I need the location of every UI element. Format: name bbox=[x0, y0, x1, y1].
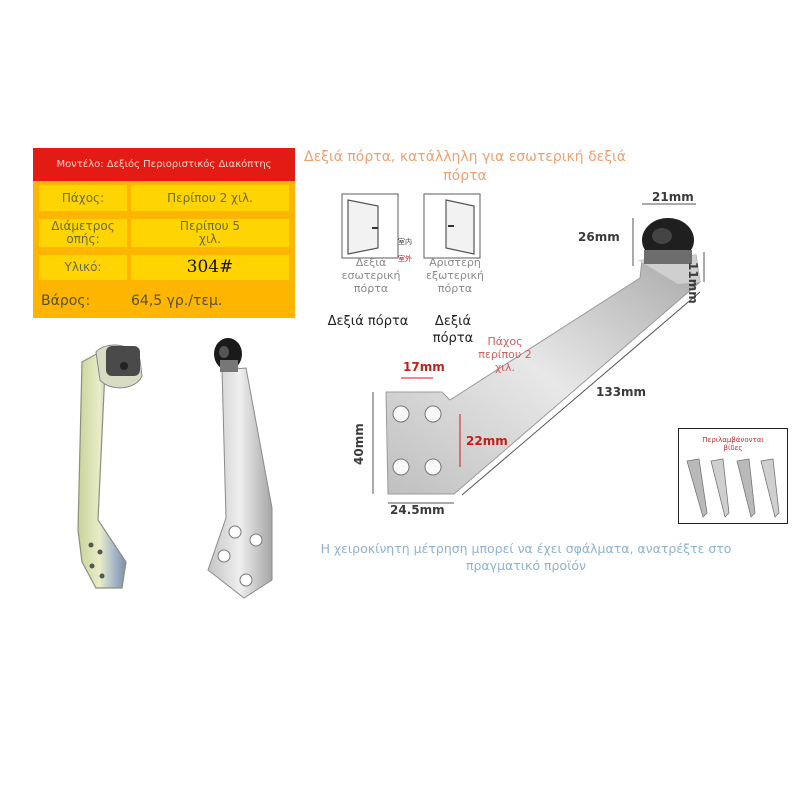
bracket-dimension-drawing bbox=[372, 203, 705, 504]
thickness-note: Πάχος περίπου 2 χιλ. bbox=[478, 335, 532, 374]
dimension-top-width: 21mm bbox=[652, 190, 694, 204]
right-door-label: Αριστερή εξωτερική πόρτα bbox=[425, 256, 485, 295]
spec-label: Πάχος: bbox=[39, 185, 127, 211]
dimension-plate-height: 40mm bbox=[352, 423, 366, 465]
spec-table: Μοντέλο: Δεξιός Περιοριστικός Διακόπτης … bbox=[33, 148, 295, 318]
bracket-front-view-image bbox=[207, 338, 273, 599]
door-heading: Δεξιά πόρτα, κατάλληλη για εσωτερική δεξ… bbox=[304, 149, 626, 184]
spec-value-text: Περίπου 5 χιλ. bbox=[179, 219, 241, 246]
spec-row-thickness: Πάχος: Περίπου 2 χιλ. bbox=[33, 181, 295, 215]
door-diagram-icons bbox=[341, 193, 481, 259]
outdoor-mark: 室外 bbox=[398, 255, 412, 263]
spec-value: 304# bbox=[131, 255, 289, 280]
left-door-caption: Δεξιά πόρτα bbox=[327, 314, 409, 329]
spec-row-weight: Βάρος: 64,5 γρ./τεμ. bbox=[33, 284, 295, 318]
spec-label: Υλικό: bbox=[39, 255, 127, 280]
indoor-mark: 室内 bbox=[398, 238, 412, 246]
right-door-caption: Δεξιά πόρτα bbox=[432, 314, 474, 346]
dimension-offset: 11mm bbox=[686, 262, 700, 304]
spec-row-material: Υλικό: 304# bbox=[33, 251, 295, 284]
spec-label: Διάμετρος οπής: bbox=[39, 219, 127, 247]
spec-value: Περίπου 2 χιλ. bbox=[131, 185, 289, 211]
screws-label: Περιλαμβάνονται βίδες bbox=[702, 436, 764, 452]
dimension-plate-width: 24.5mm bbox=[390, 503, 445, 517]
left-door-label: Δεξιά εσωτερική πόρτα bbox=[341, 256, 401, 295]
dimension-length: 133mm bbox=[596, 385, 647, 399]
dimension-hole-spacing-x: 17mm bbox=[403, 360, 445, 374]
spec-value: 64,5 γρ./τεμ. bbox=[131, 288, 289, 314]
bracket-side-view-image bbox=[77, 344, 143, 589]
measurement-disclaimer: Η χειροκίνητη μέτρηση μπορεί να έχει σφά… bbox=[320, 541, 732, 573]
spec-label-text: Διάμετρος οπής: bbox=[51, 219, 115, 246]
screws-image bbox=[686, 458, 780, 518]
spec-label: Βάρος: bbox=[39, 288, 129, 314]
spec-table-title: Μοντέλο: Δεξιός Περιοριστικός Διακόπτης bbox=[33, 148, 295, 181]
screws-box: Περιλαμβάνονται βίδες bbox=[678, 428, 788, 524]
spec-row-hole-diameter: Διάμετρος οπής: Περίπου 5 χιλ. bbox=[33, 215, 295, 251]
dimension-hole-spacing-y: 22mm bbox=[466, 434, 508, 448]
spec-value: Περίπου 5 χιλ. bbox=[131, 219, 289, 247]
dimension-tip-height: 26mm bbox=[578, 230, 620, 244]
